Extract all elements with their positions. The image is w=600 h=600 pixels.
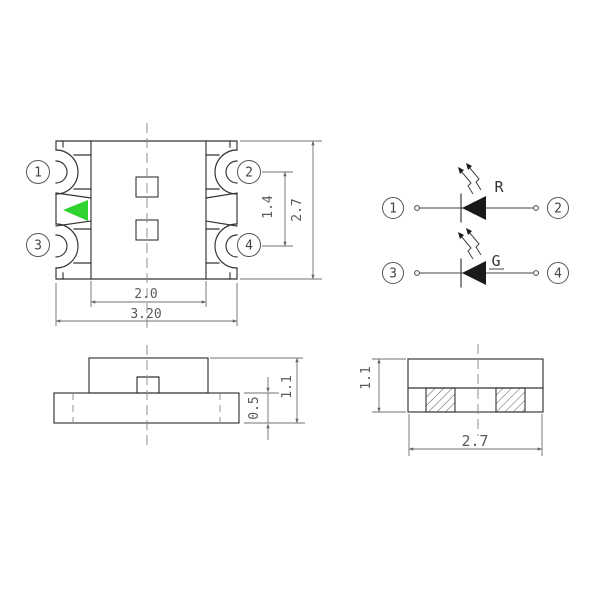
led1-color-label: R <box>494 178 504 196</box>
end-view-outline <box>407 358 544 413</box>
schematic-pin-4-circle <box>547 262 569 284</box>
led1-emission-arrows <box>458 163 482 195</box>
pin4-castellation <box>205 223 238 280</box>
side-view-center-notch <box>136 376 160 394</box>
led1-diode-triangle <box>462 196 486 220</box>
extension-lines <box>372 358 543 456</box>
side-view: 0.5 1.1 <box>53 345 305 450</box>
pin-4-balloon: 4 <box>237 233 261 257</box>
schematic-pin-1-label: 1 <box>389 202 397 217</box>
pin-3-circle <box>26 233 50 257</box>
end-view: 1.1 2.7 <box>359 344 544 456</box>
schematic-pin-2-label: 2 <box>554 202 562 217</box>
extension-lines <box>210 357 305 424</box>
pin-1-balloon: 1 <box>26 160 50 184</box>
schematic-pin-4-label: 4 <box>554 267 562 282</box>
led1-left-terminal <box>414 205 420 211</box>
pin-3-balloon: 3 <box>26 233 50 257</box>
polarity-mark-triangle <box>63 200 88 221</box>
side-view-dimensions: 0.5 1.1 <box>210 357 305 440</box>
pin-2-circle <box>237 160 261 184</box>
led2-diode-triangle <box>462 261 486 285</box>
schematic: 1 R 2 3 <box>382 163 569 288</box>
led2-right-terminal <box>533 270 539 276</box>
body-edge-lines <box>90 140 207 280</box>
top-view: 1 2 3 4 1.4 2.7 2.0 3.20 <box>26 123 322 333</box>
dim-text-body-height: 2.7 <box>290 198 305 221</box>
schematic-pin-1-circle <box>382 197 404 219</box>
pin-1-circle <box>26 160 50 184</box>
led2-color-label: G <box>491 252 500 270</box>
led2-left-terminal <box>414 270 420 276</box>
side-view-top-block <box>88 357 209 394</box>
led2-green-circuit: 3 G 4 <box>382 228 569 288</box>
dim-text-overall-width: 3.20 <box>130 307 161 322</box>
dim-text-overall-height: 1.1 <box>280 375 295 398</box>
extension-lines <box>55 140 322 326</box>
pin-2-label: 2 <box>245 166 253 181</box>
pin-2-balloon: 2 <box>237 160 261 184</box>
end-view-dimensions: 1.1 2.7 <box>359 358 543 456</box>
pin3-castellation <box>55 223 92 280</box>
pin-3-label: 3 <box>34 239 42 254</box>
led2-emission-arrows <box>458 228 482 260</box>
dim-text-pad-pitch: 1.4 <box>261 195 276 219</box>
pin2-castellation <box>205 140 238 195</box>
schematic-pin-3-label: 3 <box>389 267 397 282</box>
pin-1-label: 1 <box>34 166 42 181</box>
pin-4-label: 4 <box>245 239 253 254</box>
led1-red-circuit: 1 R 2 <box>382 163 569 223</box>
dim-text-height: 1.1 <box>359 366 374 389</box>
schematic-pin-2-circle <box>547 197 569 219</box>
side-view-base-slab <box>53 392 240 424</box>
solder-pad-right <box>495 387 526 413</box>
dim-text-base-thickness: 0.5 <box>247 396 262 419</box>
left-tab <box>55 192 92 227</box>
dim-text-width: 2.7 <box>461 432 488 450</box>
top-view-dimensions: 1.4 2.7 2.0 3.20 <box>55 140 322 326</box>
led1-right-terminal <box>533 205 539 211</box>
dim-text-inner-width: 2.0 <box>134 287 157 302</box>
pin-4-circle <box>237 233 261 257</box>
pin1-castellation <box>55 140 92 195</box>
side-view-hidden-edges <box>72 393 221 423</box>
schematic-pin-3-circle <box>382 262 404 284</box>
package-outline <box>55 140 238 280</box>
solder-pad-left <box>425 387 456 413</box>
right-tab <box>205 192 238 227</box>
